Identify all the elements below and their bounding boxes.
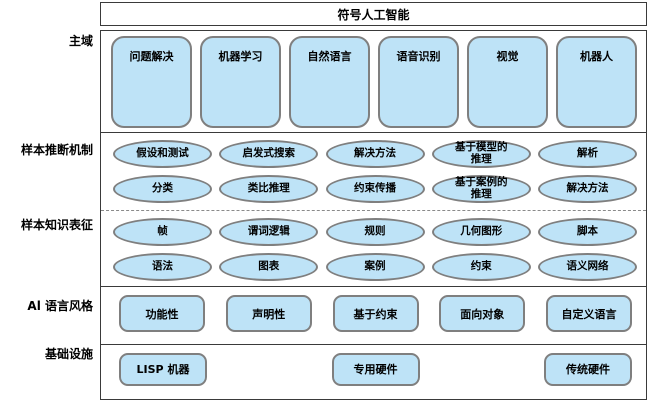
mechanisms-line-2: 分类 类比推理 约束传播 基于案例的 推理 解决方法	[113, 175, 637, 203]
representation-node: 几何图形	[431, 218, 531, 246]
representation-node: 规则	[325, 218, 425, 246]
representation-node: 图表	[219, 253, 319, 281]
mechanisms-line-1: 假设和测试 启发式搜索 解决方法 基于模型的 推理 解析	[113, 140, 637, 168]
row-label-inference-mechanisms: 样本推断机制	[20, 143, 93, 157]
mechanism-node: 解决方法	[538, 175, 637, 203]
mechanism-node: 假设和测试	[113, 140, 212, 168]
mechanism-node: 启发式搜索	[219, 140, 319, 168]
representations-line-1: 帧 谓词逻辑 规则 几何图形 脚本	[113, 218, 637, 246]
mechanism-node: 类比推理	[219, 175, 319, 203]
representations-line-2: 语法 图表 案例 约束 语义网络	[113, 253, 637, 281]
language-style-node: 面向对象	[439, 295, 526, 332]
domain-node: 视觉	[467, 36, 548, 128]
domain-node: 问题解决	[111, 36, 192, 128]
language-style-node: 声明性	[225, 295, 312, 332]
language-style-node: 功能性	[119, 295, 205, 332]
infrastructure-node: 传统硬件	[544, 352, 632, 386]
row-label-infrastructure: 基础设施	[44, 347, 93, 361]
representation-node: 脚本	[538, 218, 637, 246]
row-label-knowledge-representations: 样本知识表征	[20, 218, 93, 232]
section-knowledge-representations: 帧 谓词逻辑 规则 几何图形 脚本 语法 图表 案例 约束 语义网络	[101, 210, 646, 286]
section-domains: 问题解决 机器学习 自然语言 语音识别 视觉 机器人	[101, 31, 646, 132]
domain-node: 机器学习	[200, 36, 281, 128]
representation-node: 语法	[113, 253, 212, 281]
representation-node: 帧	[113, 218, 212, 246]
section-language-styles: 功能性 声明性 基于约束 面向对象 自定义语言	[101, 286, 646, 344]
mechanism-node: 约束传播	[325, 175, 425, 203]
section-infrastructure: LISP 机器 专用硬件 传统硬件	[101, 344, 646, 399]
language-style-node: 自定义语言	[546, 295, 632, 332]
representation-node: 约束	[431, 253, 531, 281]
infrastructure-node: 专用硬件	[331, 352, 420, 386]
domain-node: 自然语言	[289, 36, 370, 128]
mechanism-node: 分类	[113, 175, 212, 203]
section-inference-mechanisms: 假设和测试 启发式搜索 解决方法 基于模型的 推理 解析 分类 类比推理 约束传…	[101, 132, 646, 210]
representation-node: 案例	[325, 253, 425, 281]
mechanism-node: 解析	[538, 140, 637, 168]
mechanism-node: 基于案例的 推理	[431, 175, 531, 203]
domain-node: 机器人	[556, 36, 637, 128]
mechanism-node: 解决方法	[325, 140, 425, 168]
mechanism-node: 基于模型的 推理	[431, 140, 531, 168]
domain-node: 语音识别	[378, 36, 459, 128]
representation-node: 谓词逻辑	[219, 218, 319, 246]
infrastructure-node: LISP 机器	[119, 352, 207, 386]
row-label-domains: 主域	[68, 34, 93, 48]
representation-node: 语义网络	[538, 253, 637, 281]
diagram-title: 符号人工智能	[100, 2, 647, 26]
diagram-frame: 问题解决 机器学习 自然语言 语音识别 视觉 机器人 假设和测试 启发式搜索 解…	[100, 30, 647, 400]
row-label-language-styles: Al 语言风格	[27, 299, 93, 313]
language-style-node: 基于约束	[332, 295, 419, 332]
